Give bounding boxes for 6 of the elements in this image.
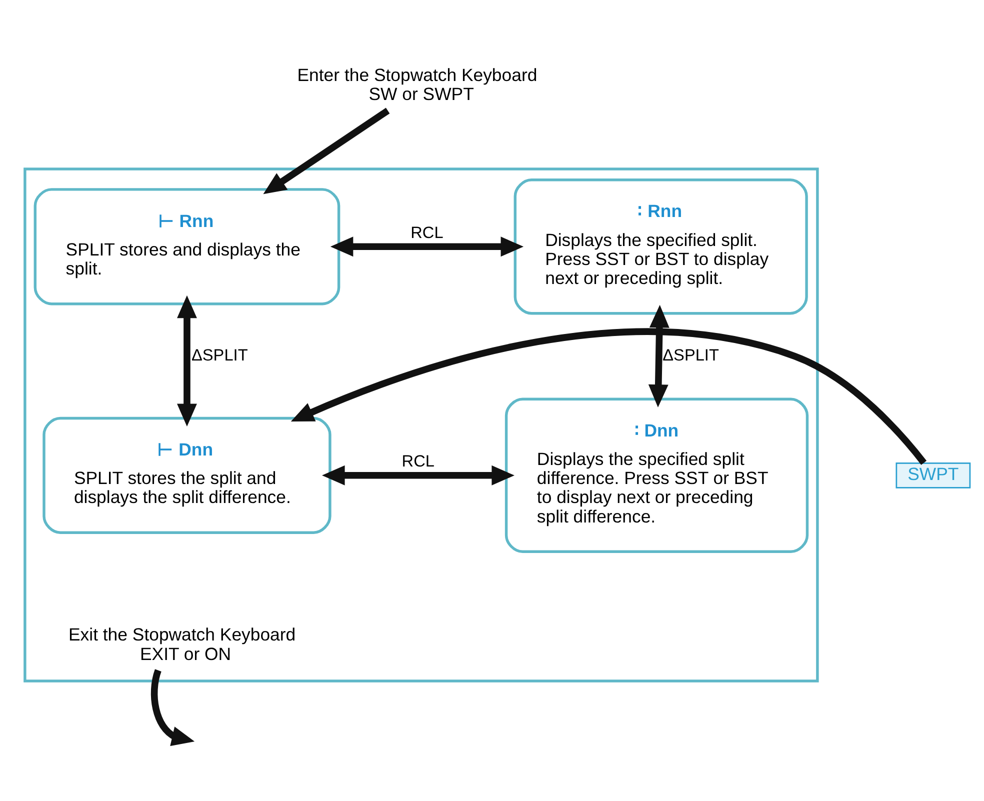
edge-label: ΔSPLIT (662, 346, 719, 364)
node-text: Exit the Stopwatch Keyboard EXIT or ON (68, 624, 296, 664)
edge-label: ΔSPLIT (192, 346, 248, 364)
node-text: Enter the Stopwatch Keyboard SW or SWPT (297, 64, 538, 104)
edge-label: RCL (410, 223, 444, 242)
edge-label: RCL (402, 452, 434, 470)
